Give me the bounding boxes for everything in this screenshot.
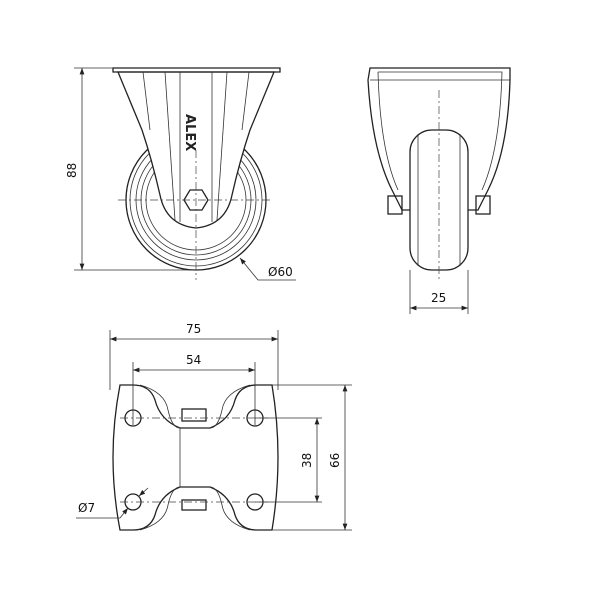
top-view: 75 54 38 66 Ø7 (76, 322, 352, 531)
side-view: ALEX 88 Ø60 (65, 67, 296, 281)
plate-length-dimension: 75 (186, 322, 201, 336)
hole-spacing-x-dimension: 54 (186, 353, 201, 367)
hole-diameter-dimension: Ø7 (78, 501, 95, 515)
height-dimension: 88 (65, 163, 79, 178)
hole-spacing-y-dimension: 38 (300, 453, 314, 468)
brand-logo: ALEX (182, 114, 197, 151)
plate-width-dimension: 66 (328, 453, 342, 468)
wheel-width-dimension: 25 (431, 291, 446, 305)
front-view: 25 (367, 67, 511, 314)
wheel-diameter-dimension: Ø60 (268, 265, 293, 279)
axle-nut (183, 189, 209, 211)
